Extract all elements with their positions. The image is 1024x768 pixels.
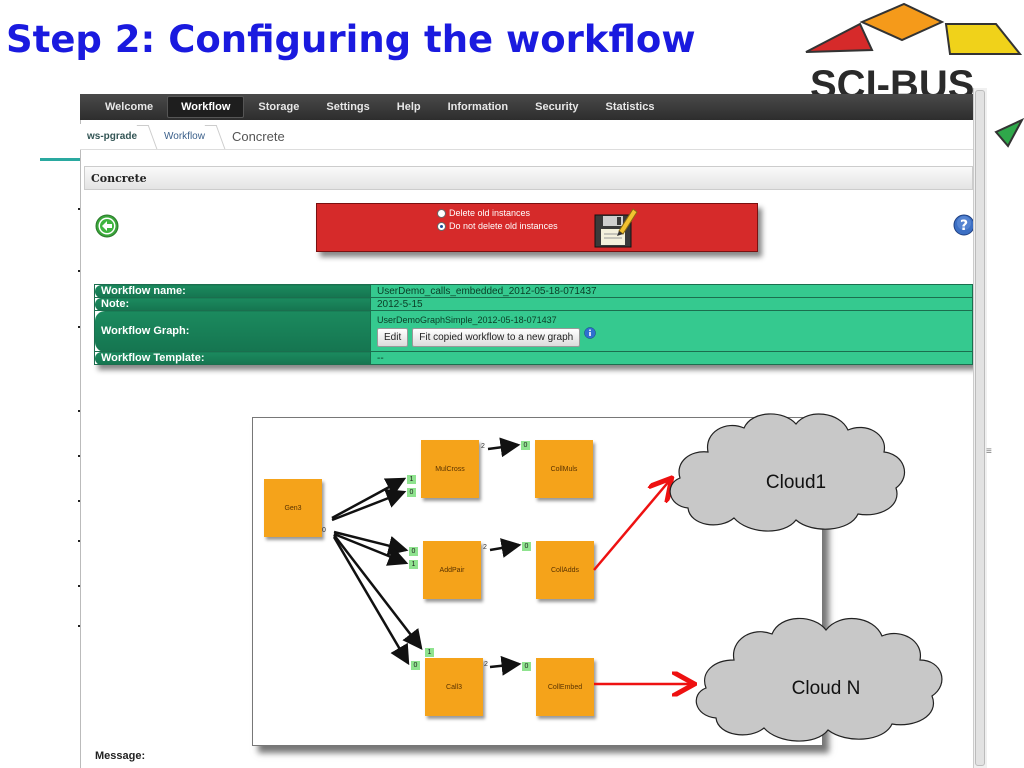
message-label: Message: [95, 750, 146, 762]
instance-options-panel: Delete old instances Do not delete old i… [316, 203, 758, 252]
input-port: 0 [411, 661, 420, 670]
workflow-template-label: Workflow Template: [94, 351, 371, 365]
delete-instances-radio[interactable] [437, 208, 446, 218]
workflow-info-table: Workflow name: UserDemo_calls_embedded_2… [94, 284, 973, 365]
workflow-name-value: UserDemo_calls_embedded_2012-05-18-07143… [370, 284, 973, 298]
scrollbar-grip-icon: ≡ [986, 446, 992, 457]
workflow-graph-cell: UserDemoGraphSimple_2012-05-18-071437 Ed… [370, 310, 973, 352]
breadcrumb-workflow[interactable]: Workflow [164, 131, 205, 142]
info-icon[interactable] [584, 326, 596, 339]
border-dot [78, 326, 80, 328]
graph-node-mulcross[interactable]: MulCross [421, 440, 479, 498]
workflow-graph-value: UserDemoGraphSimple_2012-05-18-071437 [377, 314, 557, 325]
input-port: 1 [407, 475, 416, 484]
table-row: Workflow Graph: UserDemoGraphSimple_2012… [94, 310, 973, 352]
graph-node-colladds[interactable]: CollAdds [536, 541, 594, 599]
port-number: 2 [484, 661, 488, 668]
note-value: 2012-5-15 [370, 297, 973, 311]
table-row: Workflow name: UserDemo_calls_embedded_2… [94, 284, 973, 298]
keep-instances-radio[interactable] [437, 221, 446, 231]
main-nav: Welcome Workflow Storage Settings Help I… [80, 94, 973, 120]
border-dot [78, 625, 80, 627]
breadcrumb-concrete: Concrete [231, 129, 285, 144]
scrollbar-thumb[interactable] [975, 90, 985, 766]
table-row: Note: 2012-5-15 [94, 297, 973, 311]
border-dot [78, 500, 80, 502]
graph-node-addpair[interactable]: AddPair [423, 541, 481, 599]
nav-information[interactable]: Information [447, 101, 509, 113]
nav-storage[interactable]: Storage [258, 101, 300, 113]
input-port: 0 [522, 542, 531, 551]
border-dot [78, 410, 80, 412]
delete-instances-label: Delete old instances [449, 208, 531, 218]
nav-security[interactable]: Security [535, 101, 579, 113]
border-dot [78, 585, 80, 587]
accent-line [40, 158, 80, 161]
border-dot [78, 208, 80, 210]
graph-node-gen3[interactable]: Gen3 [264, 479, 322, 537]
border-dot [78, 455, 80, 457]
note-label: Note: [94, 297, 371, 311]
input-port: 0 [409, 547, 418, 556]
svg-text:?: ? [960, 218, 968, 234]
border-dot [78, 270, 80, 272]
nav-help[interactable]: Help [396, 101, 421, 113]
nav-settings[interactable]: Settings [326, 101, 370, 113]
fit-workflow-button[interactable]: Fit copied workflow to a new graph [412, 327, 581, 347]
port-number: 2 [483, 544, 487, 551]
breadcrumb: ws-pgrade Workflow Concrete [80, 124, 973, 150]
graph-node-collembed[interactable]: CollEmbed [536, 658, 594, 716]
input-port: 1 [409, 560, 418, 569]
table-row: Workflow Template: -- [94, 351, 973, 365]
workflow-template-value: -- [370, 351, 973, 365]
border-dot [78, 540, 80, 542]
input-port: 0 [407, 488, 416, 497]
nav-statistics[interactable]: Statistics [605, 101, 655, 113]
slide-title: Step 2: Configuring the workflow [6, 18, 696, 61]
workflow-name-label: Workflow name: [94, 284, 371, 298]
save-disk-icon[interactable] [593, 207, 639, 249]
input-port: 1 [425, 648, 434, 657]
port-number: 0 [322, 527, 326, 534]
port-number: 2 [481, 443, 485, 450]
help-icon[interactable]: ? [953, 214, 975, 236]
workflow-graph-label: Workflow Graph: [94, 310, 371, 352]
input-port: 0 [521, 441, 530, 450]
breadcrumb-ws-pgrade[interactable]: ws-pgrade [87, 131, 138, 142]
graph-node-call3[interactable]: Call3 [425, 658, 483, 716]
nav-welcome[interactable]: Welcome [105, 101, 154, 113]
edit-button[interactable]: Edit [377, 327, 409, 347]
nav-workflow[interactable]: Workflow [167, 96, 245, 118]
input-port: 0 [522, 662, 531, 671]
back-arrow-icon[interactable] [95, 214, 119, 238]
delete-instances-option[interactable]: Delete old instances [437, 208, 530, 218]
section-title: Concrete [84, 166, 973, 190]
keep-instances-option[interactable]: Do not delete old instances [437, 221, 558, 231]
keep-instances-label: Do not delete old instances [449, 221, 558, 231]
graph-node-collmuls[interactable]: CollMuls [535, 440, 593, 498]
